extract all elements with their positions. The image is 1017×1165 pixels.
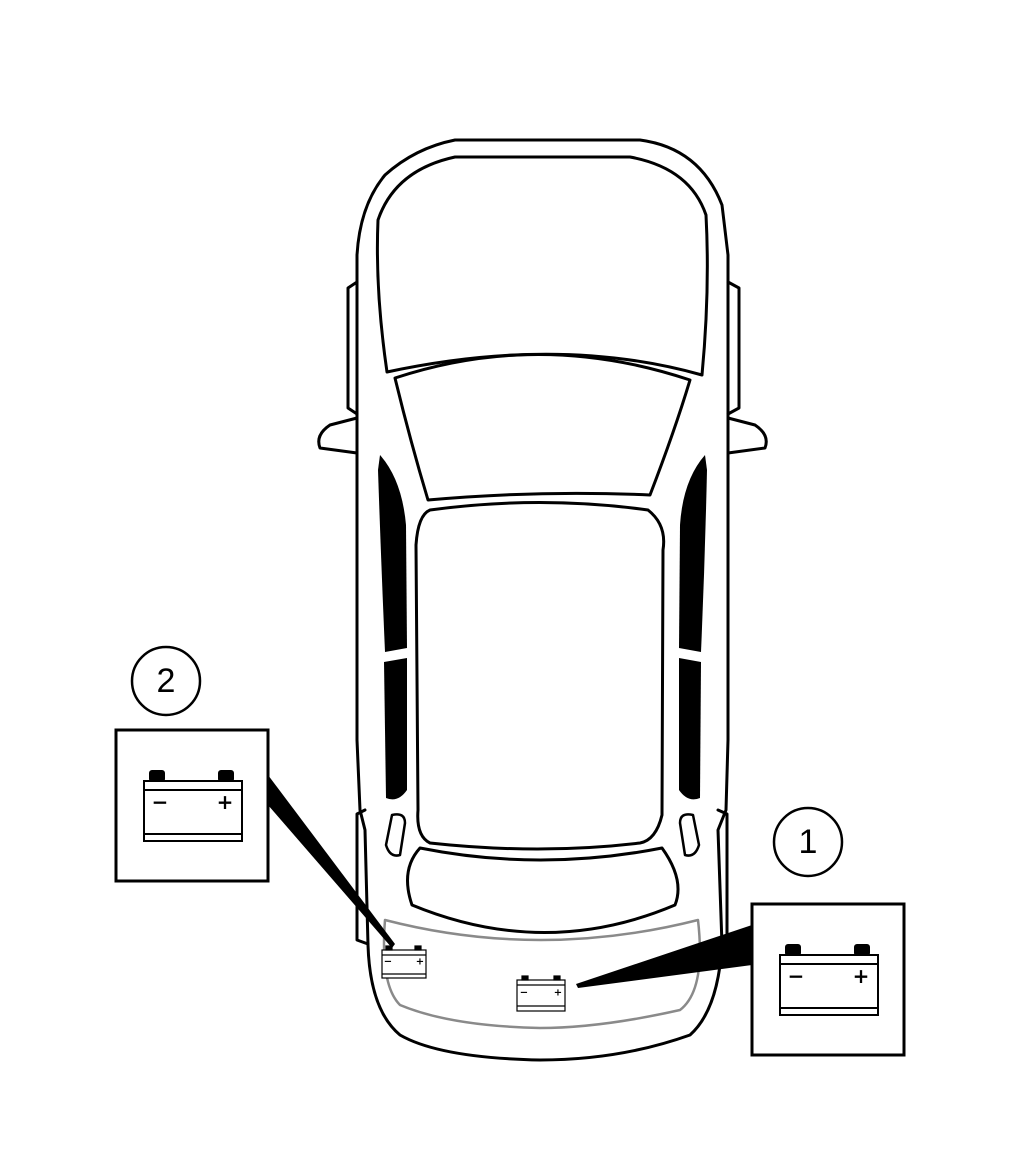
battery-small-2-negative: − bbox=[384, 957, 392, 968]
front-wheel-left bbox=[346, 280, 359, 416]
battery-icon-small-1 bbox=[516, 975, 566, 1012]
rear-wheel-left bbox=[355, 808, 370, 946]
car-top-view bbox=[317, 138, 768, 1062]
car-rear-window bbox=[406, 846, 680, 934]
battery-icon-large-1 bbox=[779, 944, 879, 1016]
battery-1-positive-terminal: + bbox=[853, 964, 870, 988]
car-hood bbox=[375, 155, 709, 377]
battery-icon-large-2 bbox=[143, 770, 243, 842]
side-window-right-rear bbox=[679, 658, 701, 800]
front-wheel-right bbox=[726, 280, 741, 416]
callout-number-2: 2 bbox=[157, 662, 176, 700]
battery-2-negative-terminal: − bbox=[152, 790, 169, 814]
side-window-right-front bbox=[679, 455, 707, 652]
quarter-light-right bbox=[678, 813, 701, 857]
side-windows bbox=[378, 455, 707, 800]
trunk-floor-outline bbox=[382, 918, 702, 1030]
battery-1-negative-terminal: − bbox=[788, 964, 805, 988]
car-windshield bbox=[393, 353, 692, 502]
callout-number-1: 1 bbox=[799, 823, 818, 861]
battery-icon-small-2 bbox=[381, 945, 427, 979]
leader-line-1 bbox=[576, 925, 752, 988]
mirror-right bbox=[726, 416, 768, 455]
side-window-left-rear bbox=[384, 658, 407, 800]
quarter-light-left bbox=[384, 813, 407, 857]
callout-number-circle-2 bbox=[130, 645, 202, 717]
side-window-left-front bbox=[378, 455, 407, 652]
battery-small-2-positive: + bbox=[416, 957, 424, 968]
mirror-left bbox=[317, 416, 359, 455]
car-roof bbox=[414, 501, 666, 851]
callout-1: 1 − + bbox=[750, 806, 906, 1057]
battery-2-positive-terminal: + bbox=[217, 790, 234, 814]
battery-small-1-positive: + bbox=[554, 988, 562, 999]
callout-number-circle-1 bbox=[772, 806, 844, 878]
car-body-outline bbox=[355, 138, 730, 1062]
leader-line-2 bbox=[268, 775, 395, 948]
callout-2: 2 − + bbox=[114, 645, 270, 883]
battery-small-1-negative: − bbox=[520, 988, 528, 999]
